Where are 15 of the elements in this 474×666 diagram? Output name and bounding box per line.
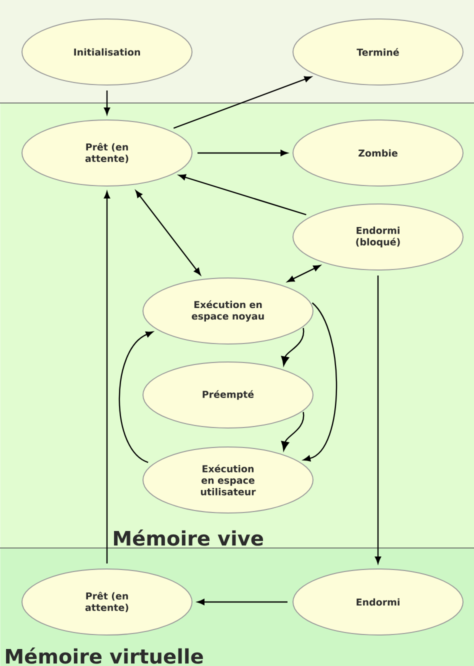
- arrow: [118, 331, 154, 463]
- arrow: [281, 412, 304, 451]
- arrow: [104, 191, 110, 564]
- arrow: [197, 598, 288, 606]
- arrow: [303, 302, 338, 462]
- band-title: Mémoire virtuelle: [6, 648, 203, 664]
- arrow: [173, 76, 312, 129]
- arrow: [374, 276, 382, 564]
- arrow: [104, 90, 110, 115]
- arrow: [281, 328, 304, 366]
- band-title: Mémoire vive: [114, 530, 264, 546]
- arrow: [198, 150, 288, 156]
- arrow: [178, 174, 306, 216]
- arrow: [287, 265, 321, 282]
- arrow: [135, 190, 201, 276]
